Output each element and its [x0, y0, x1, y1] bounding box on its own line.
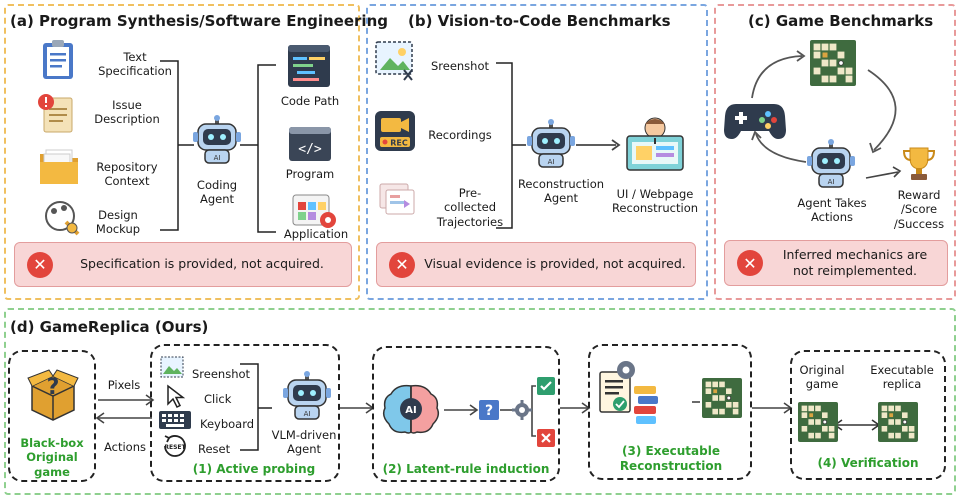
latent-rule-induction-stage	[372, 346, 560, 482]
game-board-icon	[810, 40, 856, 86]
original-game-label: Original game	[799, 363, 845, 392]
verification-stage	[790, 350, 946, 480]
cursor-icon	[164, 384, 186, 409]
panel-a-connectors	[160, 60, 276, 233]
output-application: Application	[283, 227, 349, 241]
x-icon: ✕	[27, 251, 53, 278]
game-board-icon	[798, 402, 838, 442]
stage-2-label: (2) Latent-rule induction	[382, 462, 550, 476]
folder-icon	[38, 146, 80, 186]
input-screenshot: Sreenshot	[430, 59, 490, 73]
robot-agent-icon: AI	[192, 115, 242, 164]
probe-click: Click	[204, 392, 232, 406]
application-icon	[292, 194, 338, 230]
code-window-icon	[287, 44, 331, 88]
panel-c-banner: ✕ Inferred mechanics are not reimplement…	[724, 240, 948, 286]
svg-text:AI: AI	[828, 178, 835, 186]
panel-c-title: (c) Game Benchmarks	[748, 12, 934, 30]
x-icon: ✕	[737, 250, 763, 276]
agent-takes-actions-label: Agent Takes Actions	[797, 196, 867, 225]
input-issue-description: Issue Description	[94, 98, 160, 127]
actions-label: Actions	[103, 440, 146, 454]
panel-vision-to-code	[366, 4, 708, 300]
svg-text:</>: </>	[298, 142, 322, 157]
blackbox-stage	[8, 350, 96, 482]
stage-3-label: (3) Executable Reconstruction	[619, 444, 723, 473]
panel-b-banner: ✕ Visual evidence is provided, not acqui…	[376, 242, 696, 287]
output-code-path: Code Path	[280, 94, 340, 108]
input-text-specification: Text Specification	[98, 50, 172, 79]
stage-1-label: (1) Active probing	[192, 462, 316, 476]
input-design-mockup: Design Mockup	[95, 208, 141, 237]
game-board-icon	[878, 402, 918, 442]
ui-webpage-reconstruction-label: UI / Webpage Reconstruction	[611, 187, 699, 216]
panel-c-banner-text: Inferred mechanics are not reimplemented…	[782, 246, 928, 278]
blackbox-original-game-label: Black-box Original game	[20, 436, 84, 479]
x-icon: ✕	[389, 251, 415, 278]
gamepad-icon	[724, 100, 786, 140]
robot-agent-icon: AI	[282, 371, 332, 420]
panel-gamereplica	[4, 308, 956, 495]
cross-icon	[536, 428, 556, 448]
robot-agent-icon: AI	[806, 139, 856, 188]
code-blocks-icon	[596, 360, 660, 430]
issue-document-icon	[36, 92, 78, 134]
clipboard-icon	[40, 38, 76, 80]
image-icon	[374, 40, 416, 82]
svg-text:AI: AI	[548, 158, 555, 166]
panel-a-banner-text: Specification is provided, not acquired.	[80, 256, 324, 272]
panel-a-banner: ✕ Specification is provided, not acquire…	[14, 242, 352, 287]
input-repository-context: Repository Context	[96, 160, 158, 189]
output-program: Program	[285, 167, 335, 181]
design-tools-icon	[40, 196, 82, 236]
probe-reset: Reset	[198, 442, 231, 456]
program-window-icon: </>	[288, 126, 332, 162]
coding-agent-label: Coding Agent	[196, 178, 238, 207]
ai-brain-icon: AI	[382, 382, 440, 436]
executable-replica-label: Executable replica	[870, 363, 934, 392]
svg-text:AI: AI	[405, 405, 416, 416]
probe-keyboard: Keyboard	[200, 417, 255, 431]
svg-text:AI: AI	[214, 154, 221, 162]
recording-camera-icon: REC	[374, 110, 416, 152]
active-probing-stage	[150, 344, 340, 482]
stage-4-label: (4) Verification	[817, 456, 919, 470]
panel-c-cycle-arrows	[751, 50, 902, 179]
svg-text:RESET: RESET	[164, 444, 186, 451]
reconstruction-agent-label: Reconstruction Agent	[517, 177, 605, 206]
check-icon	[536, 376, 556, 396]
reward-score-success-label: Reward /Score /Success	[893, 188, 945, 231]
executable-reconstruction-stage	[588, 344, 752, 480]
panel-b-connectors	[496, 62, 621, 229]
image-icon	[160, 356, 184, 378]
trophy-icon	[902, 146, 936, 182]
svg-text:?: ?	[47, 375, 60, 400]
game-board-icon	[702, 378, 742, 418]
input-trajectories: Pre- collected Trajectories	[436, 186, 504, 229]
panel-b-title: (b) Vision-to-Code Benchmarks	[408, 12, 671, 30]
keyboard-icon	[158, 410, 192, 430]
reset-icon: RESET	[160, 434, 190, 458]
svg-text:AI: AI	[304, 410, 311, 418]
ui-webpage-icon	[624, 112, 686, 174]
input-recordings: Recordings	[428, 128, 492, 142]
robot-agent-icon: AI	[526, 119, 576, 168]
gear-icon	[512, 400, 532, 420]
trajectories-icon	[378, 180, 418, 220]
question-box-icon: ?	[478, 399, 500, 421]
panel-d-title: (d) GameReplica (Ours)	[10, 318, 209, 336]
panel-a-title: (a) Program Synthesis/Software Engineeri…	[10, 12, 388, 30]
panel-program-synthesis	[4, 4, 360, 300]
panel-game-benchmarks	[714, 4, 956, 300]
svg-text:REC: REC	[390, 139, 408, 148]
mystery-box-icon: ?	[26, 366, 80, 421]
panel-b-banner-text: Visual evidence is provided, not acquire…	[424, 256, 686, 272]
pixels-label: Pixels	[107, 378, 141, 392]
svg-text:?: ?	[485, 403, 493, 419]
vlm-driven-agent-label: VLM-driven Agent	[271, 428, 337, 457]
probe-screenshot: Sreenshot	[192, 367, 251, 381]
